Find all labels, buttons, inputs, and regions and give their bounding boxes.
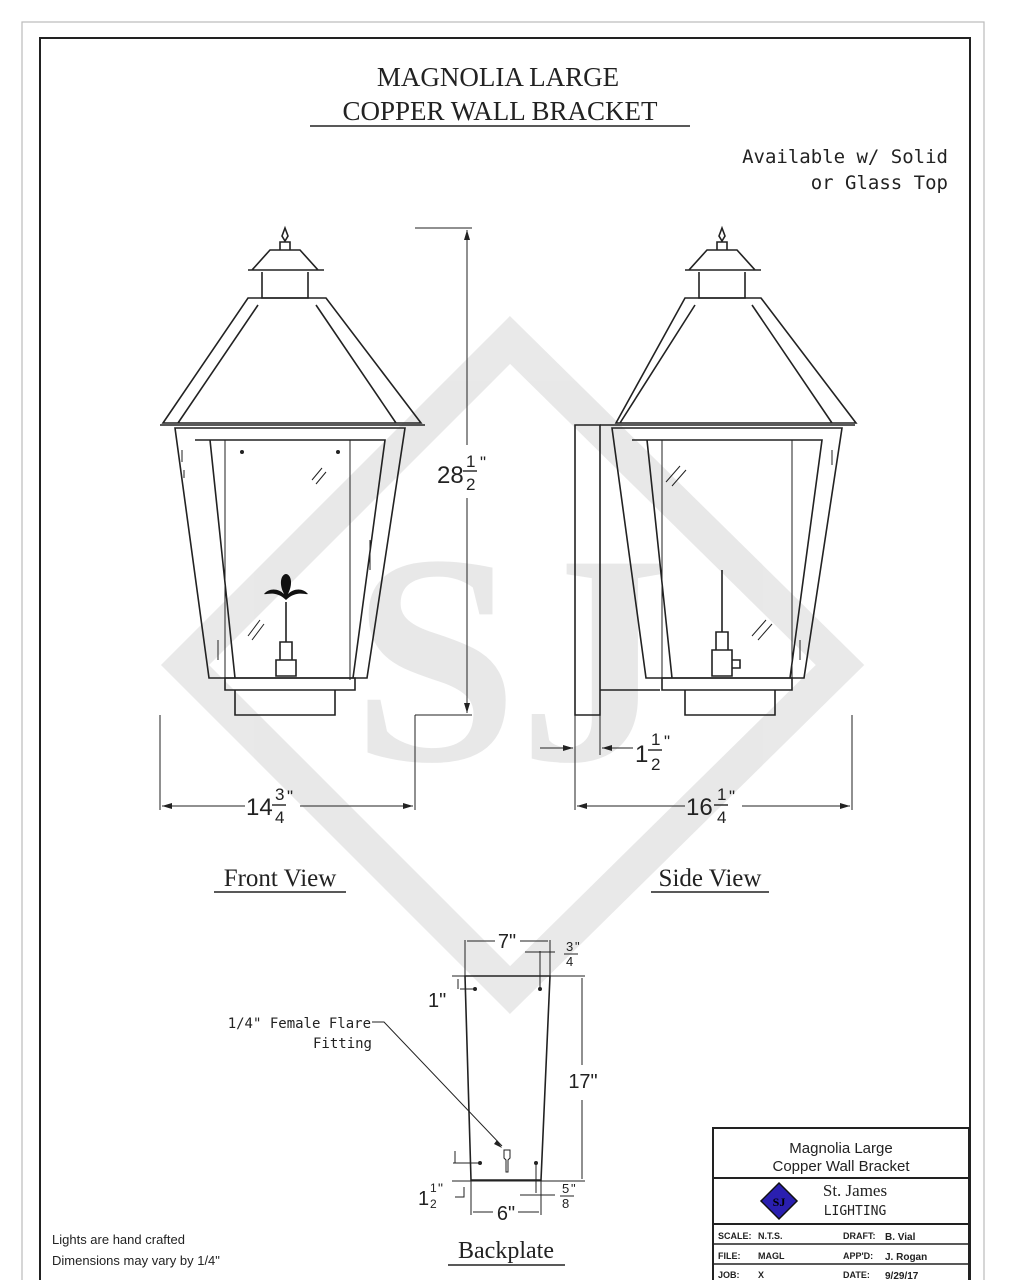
approved-value: J. Rogan bbox=[885, 1252, 927, 1263]
front-width-num: 3 bbox=[275, 785, 284, 804]
bracket-offset-dimension: 1 1 2 " bbox=[540, 715, 670, 774]
top-hole-num: 3 bbox=[566, 939, 573, 954]
date-label: DATE: bbox=[843, 1270, 870, 1280]
side-view-label: Side View bbox=[659, 865, 762, 892]
title-line-1: MAGNOLIA LARGE bbox=[377, 62, 619, 92]
front-view-label: Front View bbox=[224, 865, 337, 892]
height-num: 1 bbox=[466, 452, 475, 471]
file-label: FILE: bbox=[718, 1251, 741, 1261]
outer-frame bbox=[21, 21, 985, 1280]
front-width-unit: " bbox=[287, 787, 293, 806]
drawing-border bbox=[39, 37, 971, 1280]
height-unit: " bbox=[480, 453, 486, 472]
side-depth-den: 4 bbox=[717, 808, 726, 827]
bracket-offset-unit: " bbox=[664, 732, 670, 751]
side-view-lantern bbox=[574, 225, 858, 716]
height-den: 2 bbox=[466, 475, 475, 494]
backplate-drawing bbox=[372, 940, 585, 1215]
front-width-whole: 14 bbox=[246, 794, 273, 821]
front-width-dimension: 14 3 4 " bbox=[159, 715, 416, 827]
top-hole-unit: " bbox=[575, 939, 580, 954]
fitting-label-line-2: Fitting bbox=[313, 1036, 372, 1052]
title-block-name-2: Copper Wall Bracket bbox=[773, 1158, 911, 1175]
company-logo: SJ bbox=[759, 1181, 799, 1221]
backplate-top-hole: 3 4 " bbox=[564, 939, 580, 969]
svg-text:SJ: SJ bbox=[773, 1195, 786, 1209]
company-sub: LIGHTING bbox=[824, 1204, 887, 1219]
bottom-offset-whole: 1 bbox=[418, 1188, 429, 1210]
approved-label: APP'D: bbox=[843, 1251, 873, 1261]
scale-label: SCALE: bbox=[718, 1231, 752, 1241]
height-dimension: 28 1 2 " bbox=[415, 227, 486, 716]
title-block: Magnolia Large Copper Wall Bracket SJ St… bbox=[712, 1127, 970, 1280]
bracket-offset-num: 1 bbox=[651, 730, 660, 749]
backplate-bottom-offset: 1 1 2 " bbox=[418, 1180, 443, 1211]
bracket-offset-den: 2 bbox=[651, 755, 660, 774]
note-line-2: Dimensions may vary by 1/4" bbox=[52, 1253, 220, 1268]
date-value: 9/29/17 bbox=[885, 1271, 919, 1280]
side-depth-dimension: 16 1 4 " bbox=[574, 715, 853, 827]
file-value: MAGL bbox=[758, 1251, 785, 1261]
bracket-offset-whole: 1 bbox=[635, 741, 648, 768]
side-depth-num: 1 bbox=[717, 785, 726, 804]
backplate-bottom-hole: 5 8 " bbox=[560, 1181, 576, 1211]
title-block-name-1: Magnolia Large bbox=[789, 1140, 892, 1157]
bottom-hole-unit: " bbox=[571, 1181, 576, 1196]
availability-line-1: Available w/ Solid bbox=[742, 146, 948, 168]
backplate-top-offset: 1" bbox=[428, 990, 446, 1012]
bottom-offset-num: 1 bbox=[430, 1181, 437, 1195]
top-hole-den: 4 bbox=[566, 954, 573, 969]
backplate-bottom-width: 6" bbox=[497, 1203, 515, 1225]
scale-value: N.T.S. bbox=[758, 1231, 783, 1241]
backplate-height: 17" bbox=[568, 1071, 597, 1093]
bottom-offset-unit: " bbox=[438, 1180, 443, 1196]
bottom-offset-den: 2 bbox=[430, 1197, 437, 1211]
title-line-2: COPPER WALL BRACKET bbox=[342, 96, 658, 126]
bottom-hole-num: 5 bbox=[562, 1181, 569, 1196]
draft-value: B. Vial bbox=[885, 1232, 916, 1243]
side-depth-whole: 16 bbox=[686, 794, 713, 821]
height-whole: 28 bbox=[437, 462, 464, 489]
draft-label: DRAFT: bbox=[843, 1231, 876, 1241]
front-width-den: 4 bbox=[275, 808, 284, 827]
availability-line-2: or Glass Top bbox=[811, 172, 948, 194]
front-view-lantern bbox=[160, 225, 425, 716]
job-label: JOB: bbox=[718, 1270, 740, 1280]
bottom-hole-den: 8 bbox=[562, 1196, 569, 1211]
backplate-top-width: 7" bbox=[498, 931, 516, 953]
watermark-logo: SJ bbox=[160, 316, 865, 1014]
backplate-label: Backplate bbox=[458, 1238, 554, 1264]
job-value: X bbox=[758, 1270, 764, 1280]
note-line-1: Lights are hand crafted bbox=[52, 1232, 185, 1247]
fitting-label-line-1: 1/4" Female Flare bbox=[228, 1016, 371, 1032]
side-depth-unit: " bbox=[729, 787, 735, 806]
svg-text:SJ: SJ bbox=[352, 493, 669, 825]
company-name: St. James bbox=[823, 1181, 887, 1200]
